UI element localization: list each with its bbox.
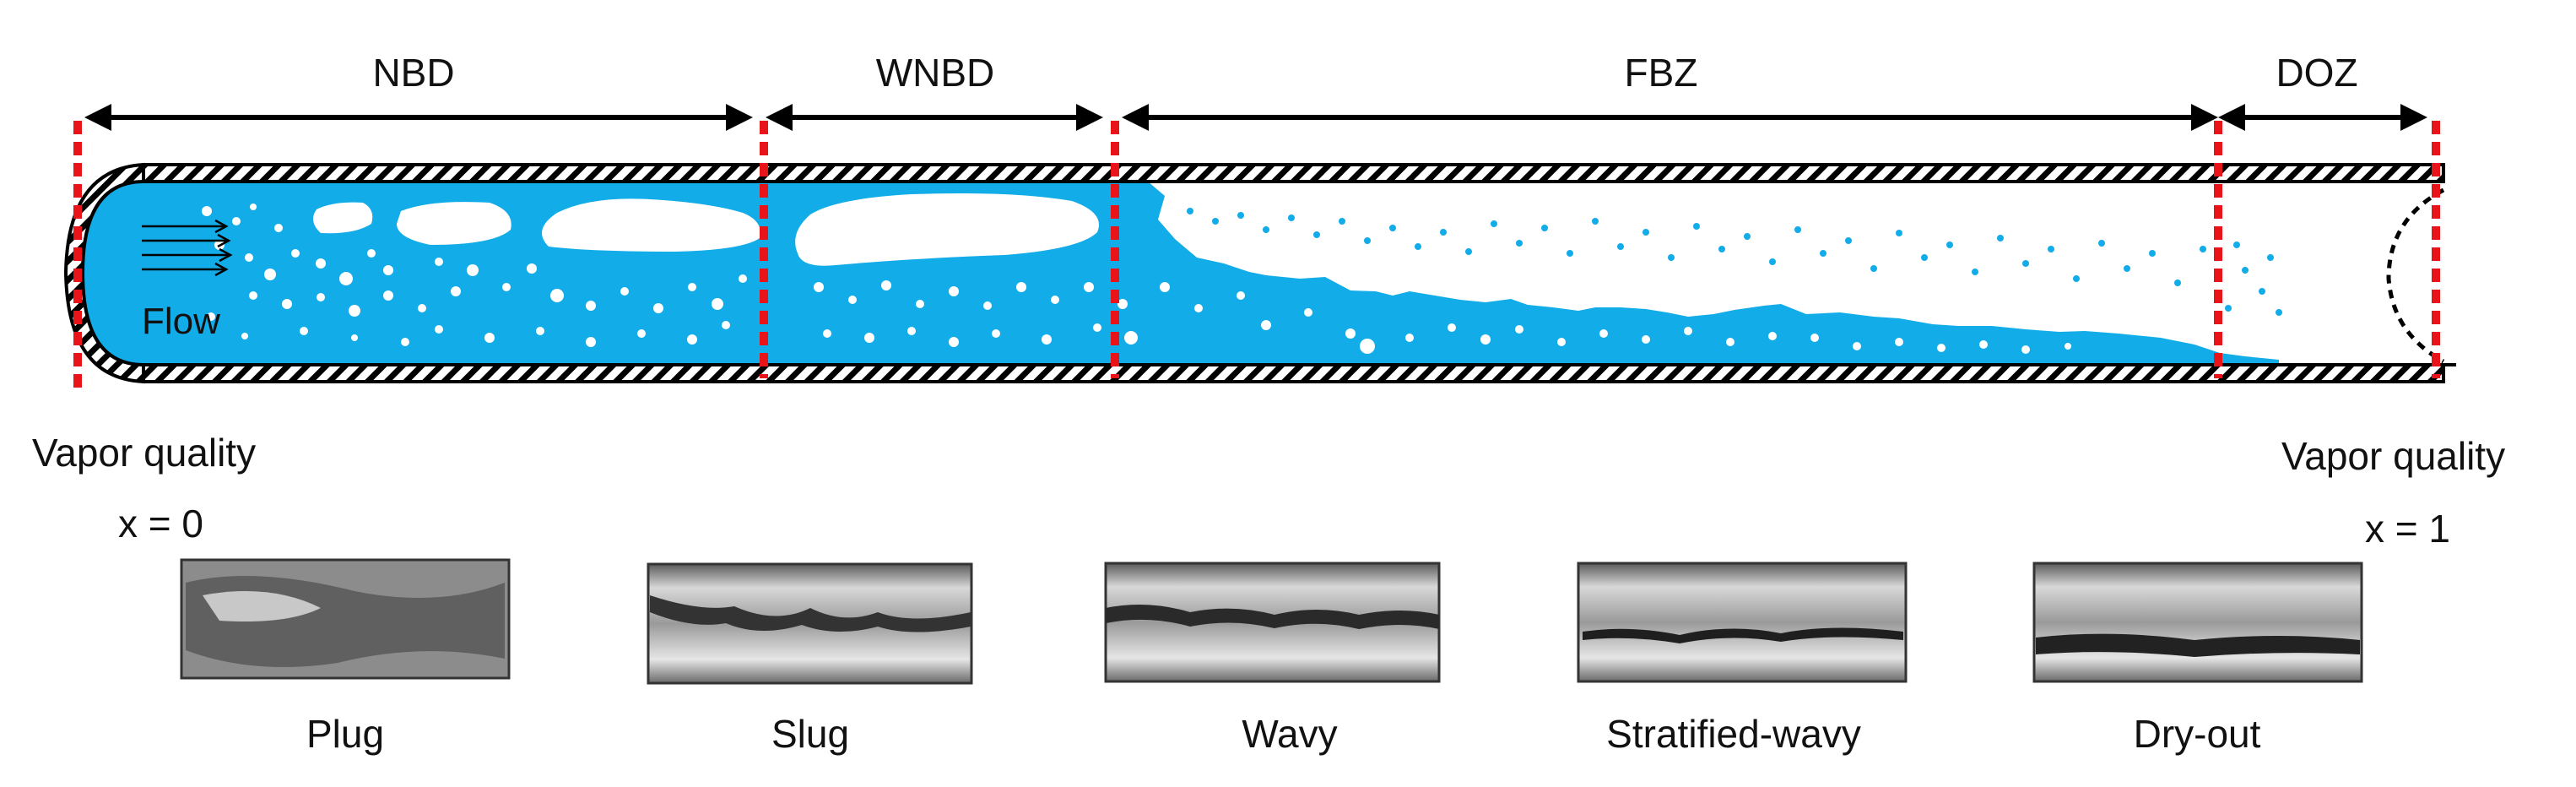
pattern-label-plug: Plug bbox=[306, 712, 384, 756]
region-boundaries bbox=[73, 121, 2440, 390]
outlet-quality-value: x = 1 bbox=[2365, 507, 2450, 551]
region-arrows bbox=[84, 104, 2427, 131]
pattern-label-stratified-wavy: Stratified-wavy bbox=[1606, 712, 1861, 756]
wnbd-range-arrow bbox=[766, 104, 1103, 131]
small-bubbles bbox=[202, 204, 2071, 354]
outlet-quality-label: Vapor quality bbox=[2281, 434, 2505, 478]
pattern-label-slug: Slug bbox=[771, 712, 849, 756]
region-label-fbz: FBZ bbox=[1625, 51, 1698, 95]
doz-range-arrow bbox=[2218, 104, 2427, 131]
pattern-photo-plug bbox=[180, 558, 511, 680]
fbz-range-arrow bbox=[1122, 104, 2218, 131]
pattern-label-wavy: Wavy bbox=[1242, 712, 1337, 756]
tube-wall bbox=[63, 162, 2456, 384]
entrained-droplets bbox=[1187, 208, 2282, 316]
region-label-nbd: NBD bbox=[372, 51, 454, 95]
pattern-label-dry-out: Dry-out bbox=[2134, 712, 2261, 756]
dry-out-front bbox=[2386, 187, 2445, 364]
inlet-quality-value: x = 0 bbox=[118, 502, 203, 545]
pattern-photo-dry-out bbox=[2032, 562, 2363, 683]
flow-label: Flow bbox=[142, 301, 220, 342]
region-label-wnbd: WNBD bbox=[876, 51, 995, 95]
pattern-photo-wavy bbox=[1104, 562, 1441, 683]
inlet-quality-label: Vapor quality bbox=[32, 431, 256, 475]
pattern-photo-slug bbox=[647, 562, 973, 685]
pattern-photo-stratified-wavy bbox=[1577, 562, 1908, 683]
nbd-range-arrow bbox=[84, 104, 753, 131]
region-label-doz: DOZ bbox=[2276, 51, 2357, 95]
flow-arrows-icon bbox=[142, 219, 233, 277]
liquid-phase bbox=[83, 182, 2279, 365]
